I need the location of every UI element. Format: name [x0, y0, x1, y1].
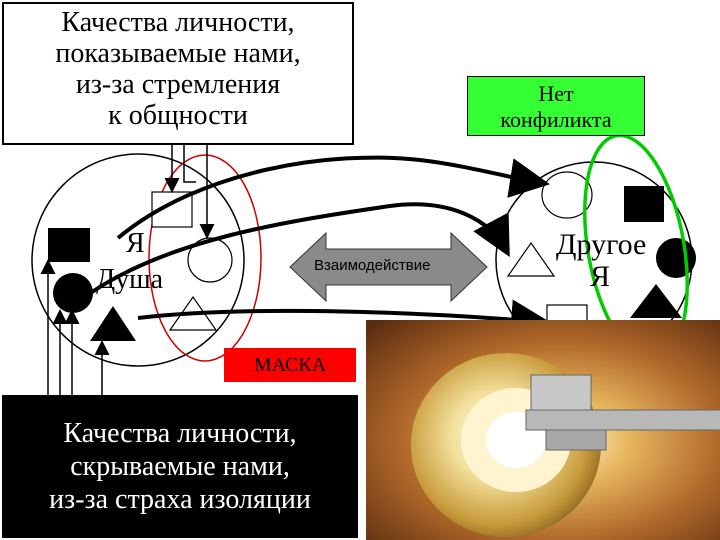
hidden-qualities-line: Качества личности,	[63, 418, 297, 449]
connector-curve-mid	[90, 202, 510, 294]
interaction-arrow	[289, 231, 488, 303]
other-label-line1: Другое	[556, 228, 647, 261]
key-photo	[366, 320, 720, 540]
self-label-line2: Душа	[96, 264, 164, 295]
other-label-line2: Я	[590, 260, 611, 293]
mask-ellipse	[148, 154, 262, 362]
black-square-shape-other	[624, 186, 664, 222]
interaction-label: Взаимодействие	[314, 257, 431, 274]
mask-label: МАСКА	[224, 348, 356, 382]
shown-qualities-line: из-за стремления	[75, 69, 281, 100]
shown-qualities-line: показываемые нами,	[55, 38, 301, 69]
no-conflict-line: конфиликта	[500, 107, 612, 132]
black-circle-shape-other	[656, 238, 696, 278]
connector-curve-bottom	[137, 299, 551, 340]
black-circle-shape	[53, 273, 93, 313]
no-conflict-line: Нет	[538, 81, 574, 106]
hidden-qualities-line: из-за страха изоляции	[49, 484, 311, 515]
black-triangle-shape	[90, 306, 136, 341]
key-image	[366, 320, 720, 540]
self-label-line1: Я	[126, 228, 145, 259]
hidden-qualities-line: скрываемые нами,	[70, 451, 290, 482]
white-triangle-shape-other	[506, 241, 556, 277]
shown-qualities-line: к общности	[108, 100, 248, 131]
no-conflict-box: Нет конфиликта	[467, 76, 645, 136]
black-triangle-shape-other	[630, 284, 682, 318]
shown-qualities-box: Качества личности, показываемые нами, из…	[2, 2, 354, 145]
hidden-qualities-box: Качества личности, скрываемые нами, из-з…	[2, 395, 358, 538]
black-square-shape	[48, 228, 90, 262]
connector-curve-top	[116, 155, 550, 240]
arrow-top-4	[183, 170, 196, 183]
shown-qualities-line: Качества личности,	[61, 7, 295, 38]
